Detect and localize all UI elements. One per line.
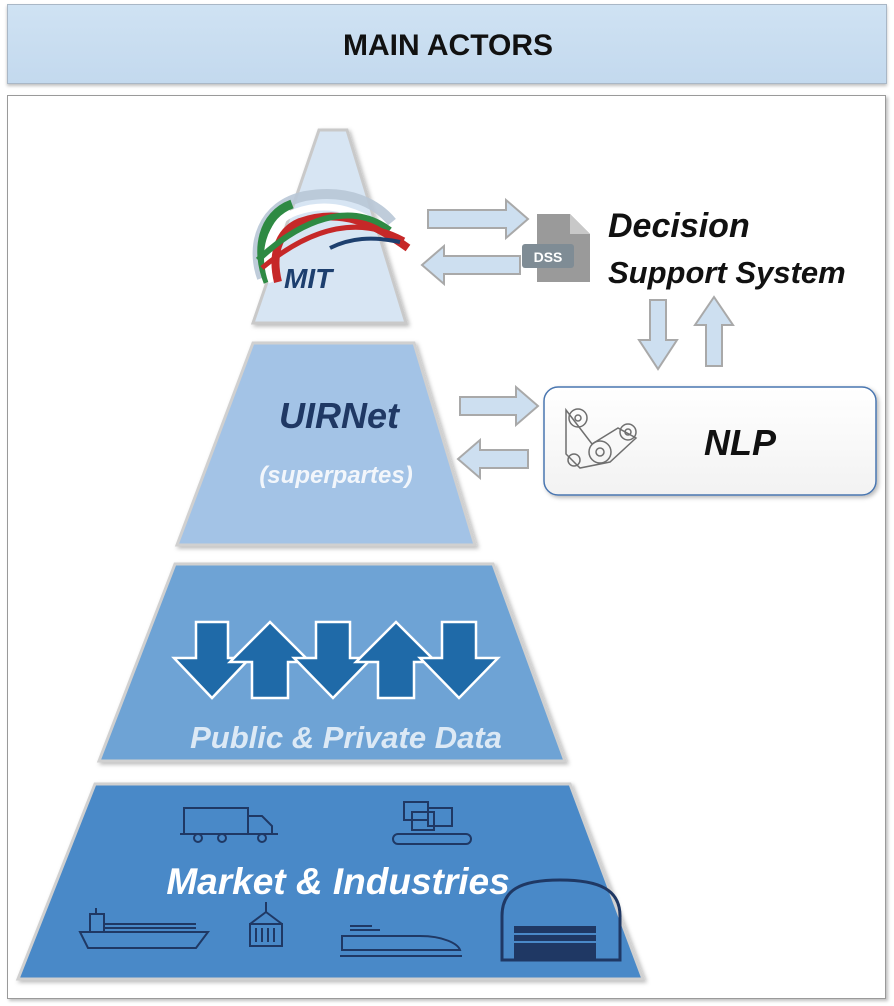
dss-file-label: DSS xyxy=(534,249,563,265)
ship-icon xyxy=(78,908,210,949)
train-icon xyxy=(340,925,462,957)
data-flow-arrows xyxy=(171,620,501,700)
header-title: MAIN ACTORS xyxy=(343,29,553,62)
dss-title-line2: Support System xyxy=(608,255,846,290)
arrow-dss-to-mit xyxy=(420,243,521,287)
mit-logo-text: MIT xyxy=(284,263,335,294)
down-arrow-2 xyxy=(291,620,375,700)
data-label: Public & Private Data xyxy=(190,720,502,755)
arrow-nlp-to-uirnet xyxy=(456,437,529,481)
pyramid-level-market xyxy=(15,782,646,981)
truck-icon xyxy=(180,807,278,843)
arrow-uirnet-to-nlp xyxy=(459,384,540,428)
market-label: Market & Industries xyxy=(166,861,509,902)
uirnet-subtitle: (superpartes) xyxy=(259,462,412,489)
down-arrow-3 xyxy=(417,620,501,700)
arrow-mit-to-dss xyxy=(427,197,530,241)
conveyor-icon xyxy=(392,801,472,845)
uirnet-title: UIRNet xyxy=(279,395,401,436)
header-bar: MAIN ACTORS xyxy=(7,4,887,84)
arrow-dss-to-nlp xyxy=(637,299,679,371)
arrow-nlp-to-dss xyxy=(693,295,735,367)
up-arrow-1 xyxy=(226,620,314,700)
nlp-box xyxy=(543,386,877,496)
mit-logo: MIT xyxy=(252,188,411,294)
container-crane-icon xyxy=(249,902,283,947)
pyramid-level-uirnet xyxy=(174,341,478,547)
nlp-label: NLP xyxy=(704,422,777,463)
dss-file-icon: DSS xyxy=(522,214,590,282)
gears-icon xyxy=(565,407,638,469)
up-arrow-2 xyxy=(352,620,440,700)
dss-title-line1: Decision xyxy=(608,207,750,245)
warehouse-icon xyxy=(500,878,622,962)
down-arrow-1 xyxy=(171,620,253,700)
